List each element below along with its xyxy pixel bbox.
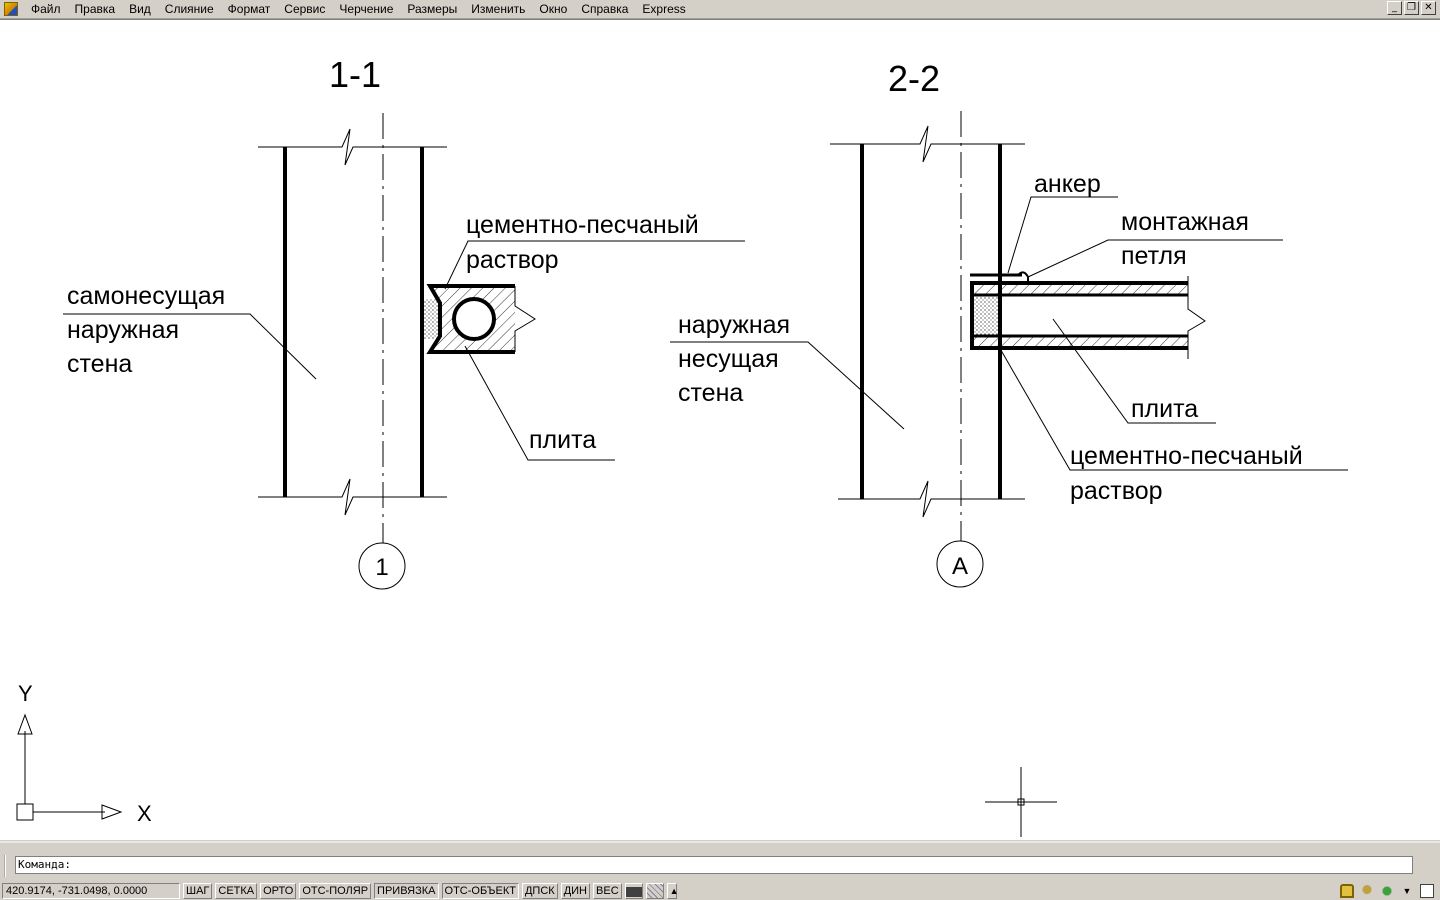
slab-leader-1: [464, 345, 615, 461]
crosshair-cursor: [985, 767, 1057, 837]
slab-bottom-flange-2: [972, 336, 1188, 348]
slab-top-flange-2: [972, 283, 1188, 295]
menu-view[interactable]: Вид: [129, 1, 151, 16]
break-line-top-1: [258, 128, 447, 166]
slab-break-1: [514, 286, 536, 352]
loop-leader: [1027, 239, 1283, 278]
slab-void-1: [452, 297, 496, 341]
mortar-leader-2: [997, 344, 1348, 471]
menu-modify[interactable]: Изменить: [471, 1, 526, 16]
toggle-polar[interactable]: ОТС-ПОЛЯР: [299, 882, 372, 899]
menu-edit[interactable]: Правка: [74, 1, 116, 16]
mortar-joint-2: [974, 295, 998, 335]
toggle-snap[interactable]: ШАГ: [183, 882, 213, 899]
mortar-joint-1: [424, 299, 440, 339]
wall-leader-2: [670, 341, 905, 430]
break-line-bottom-1: [258, 478, 447, 516]
anchor-leader: [1007, 196, 1118, 274]
axis-marker-1: [358, 542, 406, 590]
menu-tools[interactable]: Сервис: [284, 1, 326, 16]
status-bar: 420.9174, -731.0498, 0.0000 ШАГ СЕТКА ОР…: [0, 881, 1440, 900]
menu-window[interactable]: Окно: [539, 1, 568, 16]
toggle-otrack[interactable]: ОТС-ОБЪЕКТ: [441, 882, 519, 899]
break-line-bottom-2: [838, 480, 1025, 518]
toggle-osnap[interactable]: ПРИВЯЗКА: [374, 882, 439, 899]
toggle-dyn[interactable]: ДИН: [560, 882, 591, 899]
section-1-title: 1-1: [329, 54, 381, 95]
clean-screen-icon[interactable]: [1420, 883, 1434, 898]
mounting-loop-2: [1017, 271, 1029, 283]
restore-button[interactable]: ❐: [1404, 1, 1419, 15]
loop-label-line2: петля: [1121, 242, 1187, 270]
mortar-label-2-line2: раствор: [1070, 477, 1163, 505]
slab-break-2: [1187, 276, 1206, 359]
coordinate-readout[interactable]: 420.9174, -731.0498, 0.0000: [2, 882, 180, 899]
wall-leader-1: [63, 313, 317, 380]
axis-label-1: 1: [375, 554, 388, 581]
wall-label-1-line3: стена: [67, 350, 132, 378]
section-1-1: 1-1 1 самонесущая наружная стена цементн…: [63, 54, 745, 590]
toggle-ortho[interactable]: ОРТО: [260, 882, 297, 899]
anchor-label: анкер: [1034, 170, 1101, 198]
menu-format[interactable]: Формат: [227, 1, 271, 16]
toggle-lwt[interactable]: ВЕС: [593, 882, 622, 899]
mortar-label-2-line1: цементно-песчаный: [1070, 442, 1303, 470]
menu-file[interactable]: Файл: [31, 1, 61, 16]
wall-label-2-line2: несущая: [678, 345, 779, 373]
section-2-2: 2-2 А анкер монтажная петля наружная нес…: [670, 58, 1348, 588]
status-menu-arrow-icon[interactable]: ▲: [666, 882, 679, 899]
wall-label-1-line2: наружная: [67, 316, 179, 344]
slab-outline-1: [426, 284, 515, 354]
menu-draw[interactable]: Черчение: [339, 1, 394, 16]
menu-express[interactable]: Express: [642, 1, 686, 16]
mortar-label-1-line2: раствор: [466, 246, 559, 274]
window-controls: _ ❐ ✕: [1387, 1, 1436, 15]
wall-label-2-line1: наружная: [678, 311, 790, 339]
slab-label-2: плита: [1131, 395, 1198, 423]
mortar-leader-1: [444, 240, 745, 290]
app-icon[interactable]: [4, 2, 18, 16]
minimize-button[interactable]: _: [1387, 1, 1402, 15]
wall-label-1-line1: самонесущая: [67, 282, 225, 310]
mortar-label-1-line1: цементно-песчаный: [466, 211, 699, 239]
command-input[interactable]: Команда:: [15, 856, 1413, 874]
slab-outline-2: [970, 281, 1188, 350]
drawing-canvas[interactable]: 1-1 1 самонесущая наружная стена цементн…: [0, 19, 1440, 840]
menu-dimension[interactable]: Размеры: [407, 1, 458, 16]
menu-bar: Файл Правка Вид Слияние Формат Сервис Че…: [0, 0, 1440, 19]
ucs-icon: Y X: [16, 681, 152, 826]
close-button[interactable]: ✕: [1421, 1, 1436, 15]
slab-label-1: плита: [529, 426, 596, 454]
toggle-grid[interactable]: СЕТКА: [215, 882, 258, 899]
menu-help[interactable]: Справка: [581, 1, 629, 16]
command-grip[interactable]: [4, 855, 12, 877]
ucs-y-label: Y: [18, 681, 33, 706]
user-lock-icon[interactable]: [1360, 883, 1374, 898]
command-window: Команда:: [0, 841, 1440, 882]
axis-marker-2: [936, 540, 984, 588]
layout-icon[interactable]: [645, 882, 664, 899]
menu-arrow-icon[interactable]: ▼: [1402, 885, 1412, 896]
model-icon[interactable]: [624, 882, 643, 899]
lock-icon[interactable]: [1340, 883, 1354, 898]
toggle-ducs[interactable]: ДПСК: [521, 882, 558, 899]
communication-center-icon[interactable]: [1380, 883, 1394, 898]
slab-leader-2: [1052, 318, 1216, 424]
menu-merge[interactable]: Слияние: [164, 1, 214, 16]
ucs-x-label: X: [137, 801, 152, 826]
axis-label-2: А: [952, 553, 968, 580]
section-2-title: 2-2: [888, 58, 940, 99]
break-line-top-2: [830, 125, 1025, 163]
loop-label-line1: монтажная: [1121, 208, 1249, 236]
wall-label-2-line3: стена: [678, 379, 743, 407]
